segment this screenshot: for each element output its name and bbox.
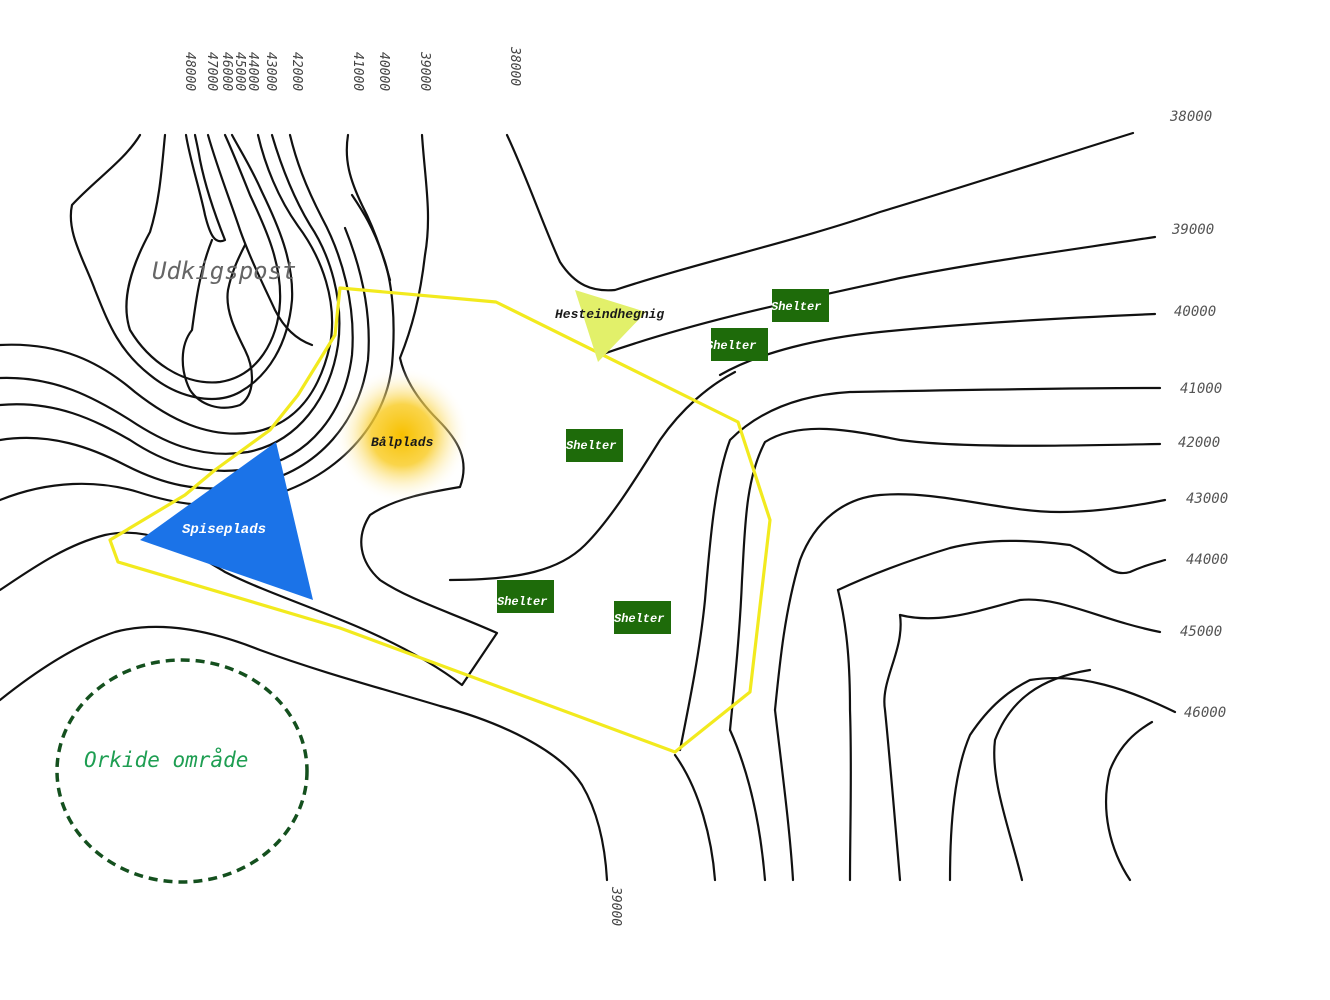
shelter-icon (711, 328, 768, 361)
top-contour-labels: 48000 47000 46000 45000 44000 43000 4200… (182, 46, 522, 91)
contour-line (836, 588, 852, 882)
contour-line (181, 238, 254, 409)
contour-line (678, 386, 1162, 752)
contour-label: 41000 (1180, 381, 1222, 397)
contour-line (0, 625, 609, 882)
spiseplads-triangle-icon (140, 442, 313, 600)
contour-label: 38000 (1169, 109, 1212, 125)
contour-label: 39000 (608, 886, 623, 926)
contour-label: 45000 (1180, 624, 1222, 640)
contour-line (883, 613, 902, 882)
shelter-label: Shelter (771, 300, 821, 314)
contour-label: 42000 (1178, 435, 1220, 451)
contour-label: 42000 (289, 52, 304, 91)
contour-label: 43000 (263, 52, 278, 91)
contour-line (728, 728, 767, 882)
contour-label: 47000 (204, 52, 219, 91)
contour-line (505, 131, 1135, 292)
shelter[interactable]: Shelter (771, 289, 829, 322)
contour-line (345, 133, 392, 282)
contour-line (0, 133, 354, 472)
spiseplads-label: Spiseplads (182, 522, 266, 538)
contour-label: 44000 (245, 52, 260, 91)
contour-label: 39000 (1171, 222, 1214, 238)
shelter-label: Shelter (566, 439, 616, 453)
shelter-icon (497, 580, 554, 613)
contour-line (836, 539, 1167, 592)
contour-line (1104, 720, 1154, 882)
shelter[interactable]: Shelter (614, 601, 671, 634)
contour-line (718, 312, 1157, 377)
shelter-icon (614, 601, 671, 634)
contour-line (993, 668, 1092, 882)
contour-line (773, 708, 795, 882)
contour-label: 38000 (507, 46, 522, 86)
contour-label: 43000 (1186, 491, 1228, 507)
shelter-icon (566, 429, 623, 462)
contour-label: 45000 (232, 52, 247, 91)
contour-label: 40000 (376, 52, 391, 91)
contour-label: 48000 (182, 52, 197, 91)
contour-line (184, 133, 227, 243)
contour-label: 46000 (219, 52, 234, 91)
shelter-label: Shelter (497, 595, 547, 609)
contour-label: 40000 (1174, 304, 1216, 320)
shelter-icon (772, 289, 829, 322)
contour-line (673, 753, 717, 882)
enclosure-boundary (108, 286, 772, 754)
baalplads-label: Bålplads (371, 435, 434, 450)
contour-line (898, 598, 1162, 634)
contour-line (125, 133, 282, 384)
contour-line (0, 133, 334, 435)
contour-line (773, 493, 1167, 712)
contour-line (948, 676, 1177, 882)
shelter[interactable]: Shelter (497, 580, 554, 613)
hesteindhegnig-label: Hesteindhegnig (555, 307, 664, 322)
contour-label: 44000 (1186, 552, 1228, 568)
right-contour-labels: 38000 39000 40000 41000 42000 43000 4400… (1169, 109, 1228, 721)
contour-line (598, 235, 1157, 357)
contour-label: 46000 (1184, 705, 1226, 721)
udkigspost-label: Udkigspost (152, 257, 297, 285)
shelter-label: Shelter (706, 339, 756, 353)
shelter[interactable]: Shelter (706, 328, 768, 361)
contour-label: 39000 (417, 51, 432, 91)
hest-triangle-icon (575, 290, 646, 362)
orkide-label: Orkide område (84, 746, 248, 772)
contour-line (728, 427, 1162, 732)
contour-line (448, 370, 737, 582)
orkide-area-ring (55, 658, 309, 884)
fire-glow-icon (334, 367, 470, 503)
contour-line (0, 133, 341, 455)
shelter-label: Shelter (614, 612, 664, 626)
shelter[interactable]: Shelter (566, 429, 623, 462)
contour-label: 41000 (350, 52, 365, 91)
contour-line (206, 133, 314, 347)
